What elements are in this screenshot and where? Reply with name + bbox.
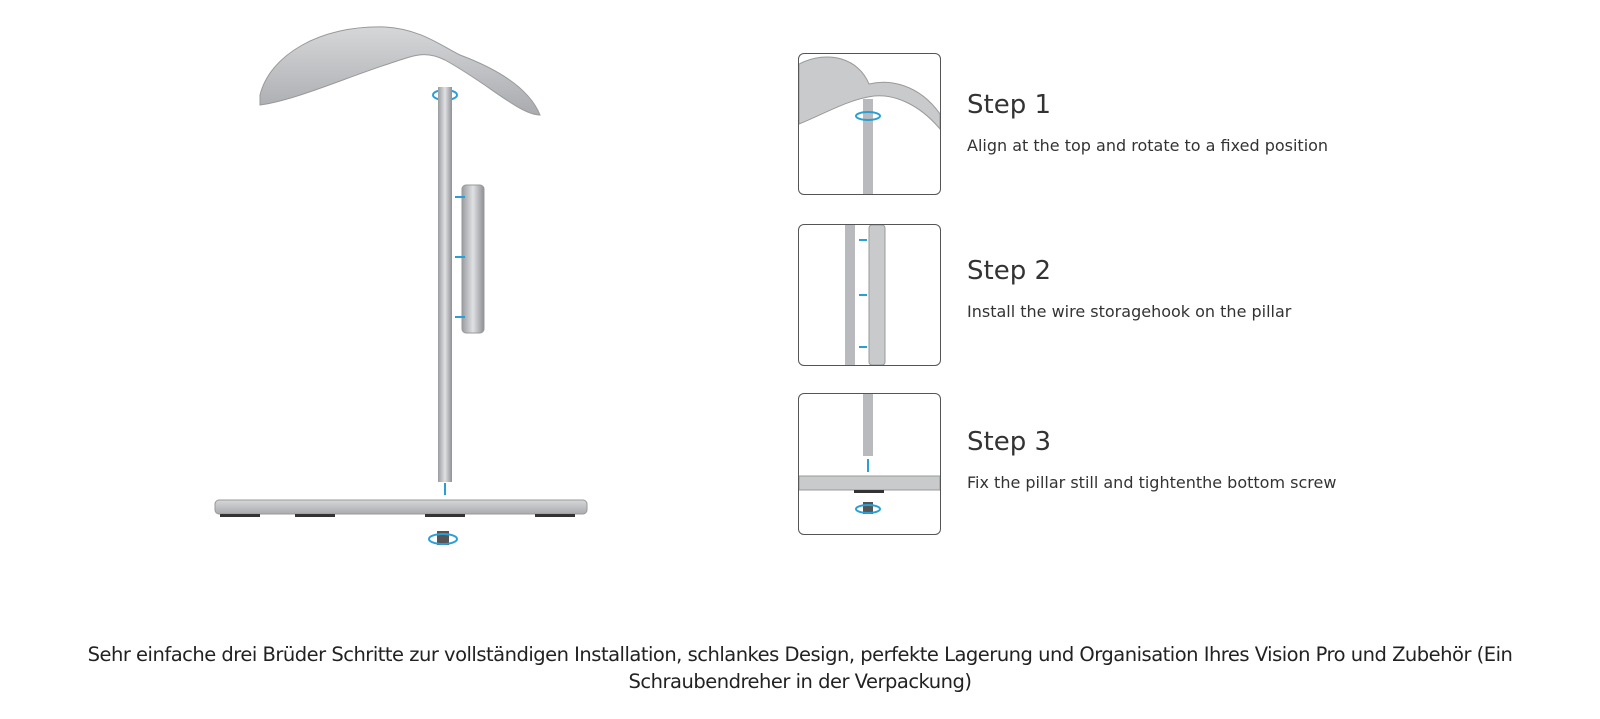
headrest-top — [259, 26, 541, 116]
stand-illustration — [214, 26, 588, 545]
step-1-title: Step 1 — [967, 90, 1052, 120]
base-plate — [214, 499, 588, 515]
arrow-icons — [444, 196, 465, 495]
step-2-title: Step 2 — [967, 256, 1052, 286]
step-2-image — [798, 224, 941, 366]
step-2-description: Install the wire storagehook on the pill… — [967, 302, 1292, 321]
step-3-description: Fix the pillar still and tightenthe bott… — [967, 473, 1337, 492]
step-1-description: Align at the top and rotate to a fixed p… — [967, 136, 1329, 155]
step-1-image — [798, 53, 941, 195]
step-3-title: Step 3 — [967, 427, 1052, 457]
pillar — [438, 87, 452, 482]
step-3-image — [798, 393, 941, 535]
wire-hook — [461, 184, 485, 334]
image-caption: Sehr einfache drei Brüder Schritte zur v… — [87, 643, 1513, 693]
